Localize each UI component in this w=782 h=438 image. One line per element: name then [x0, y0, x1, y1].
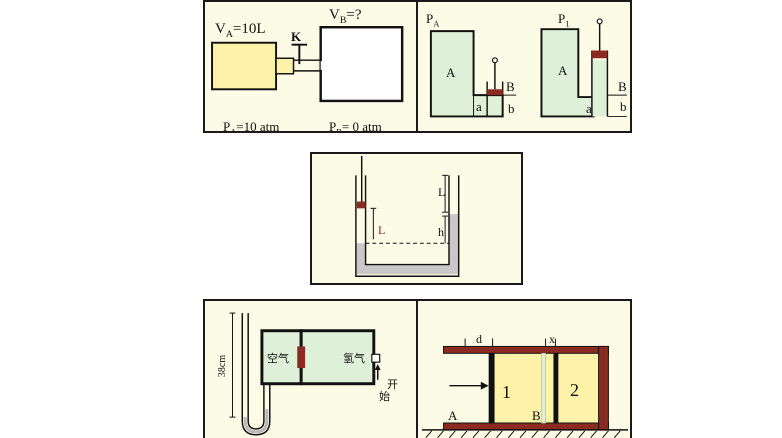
container-a-left [429, 30, 504, 118]
chamber-2 [555, 352, 599, 423]
cylinder-top-wall [443, 345, 609, 354]
label-pa: PA=10 atm [223, 119, 280, 133]
label-p1: P1 [558, 11, 570, 29]
panel-cylinder-pistons: d x 1 2 A B [416, 299, 632, 438]
cylinder-bottom-wall [443, 422, 609, 431]
label-a: A [448, 408, 458, 423]
label-d: d [476, 332, 482, 346]
label-a-small-right: a [586, 101, 592, 116]
panel-valve-containers: VA=10L K VB=? PA=10 atm PB= 0 atm [203, 0, 418, 133]
valve-containers-drawing [211, 26, 404, 103]
panel-gas-container: 38cm 空气 氢气 开 始 [203, 299, 418, 438]
label-x: x [549, 332, 555, 346]
label-b: B [532, 408, 541, 423]
cylinder-right-fill [591, 60, 608, 117]
label-pb: PB= 0 atm [329, 119, 382, 133]
label-l-left: L [378, 223, 386, 237]
piston-b [553, 353, 559, 423]
neck-a [275, 57, 295, 75]
piston-left [487, 89, 503, 96]
mercury [355, 214, 459, 275]
label-a-small-left: a [476, 99, 482, 114]
cylinder-right-wall [598, 345, 609, 431]
container-b [319, 26, 404, 103]
right-valve [371, 353, 381, 363]
label-l-right: L [438, 185, 446, 199]
piston-right [591, 50, 608, 59]
plunger-seal [356, 201, 366, 209]
label-chamber-2: 2 [570, 380, 579, 400]
label-chamber-1: 1 [502, 382, 511, 402]
panel-u-tube: L L h [310, 152, 523, 285]
label-h: h [438, 225, 444, 239]
label-open: 开 [387, 378, 398, 391]
label-b-left: B [506, 79, 515, 94]
label-start: 始 [379, 390, 390, 403]
manometer-tube [241, 313, 271, 436]
label-air: 空气 [267, 352, 289, 365]
label-va: VA=10L [215, 21, 266, 40]
container-a [211, 41, 278, 91]
gas-container-drawing [229, 312, 381, 436]
piston-states-drawing [429, 18, 627, 118]
label-b-small-right: b [620, 99, 627, 114]
label-k: K [291, 29, 302, 44]
label-b-small-left: b [508, 101, 515, 116]
label-vb: VB=? [329, 7, 362, 26]
cylinder-pistons-drawing [421, 338, 629, 438]
label-a-gas-left: A [446, 65, 456, 80]
label-hydrogen: 氢气 [343, 352, 365, 365]
panel-piston-states: PA P1 A A B B a a b b [416, 0, 632, 133]
piston-a [488, 353, 495, 423]
piston-divider [297, 346, 306, 369]
label-a-gas-right: A [558, 63, 568, 78]
label-pa-2: PA [426, 11, 440, 29]
label-38cm: 38cm [217, 354, 229, 378]
label-b-right: B [618, 79, 627, 94]
u-tube-drawing [355, 155, 460, 277]
